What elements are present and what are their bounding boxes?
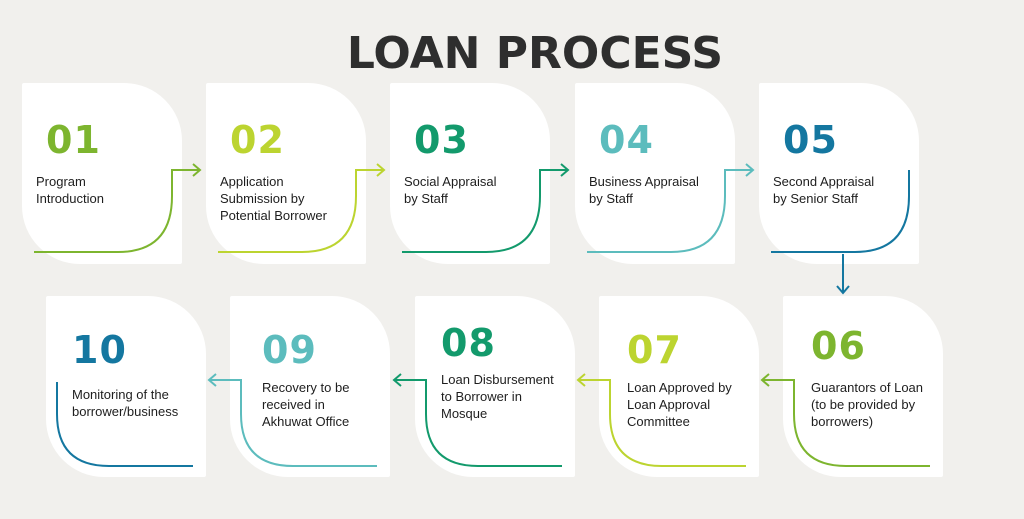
step-label: Loan Disbursement to Borrower in Mosque — [441, 372, 554, 421]
step-label: Monitoring of the borrower/business — [72, 387, 179, 419]
step-number: 04 — [599, 118, 654, 162]
step-label: Program Introduction — [36, 174, 104, 206]
step-card-03: 03 Social Appraisal by Staff — [390, 83, 550, 264]
step-card-05: 05 Second Appraisal by Senior Staff — [759, 83, 919, 264]
step-number: 05 — [783, 118, 838, 162]
step-label: Second Appraisal by Senior Staff — [773, 174, 875, 206]
step-label: Loan Approved by Loan Approval Committee — [627, 380, 732, 429]
step-label: Guarantors of Loan (to be provided by bo… — [811, 380, 924, 429]
step-number: 01 — [46, 118, 101, 162]
step-card-01: 01 Program Introduction — [22, 83, 182, 264]
step-card-09: 09 Recovery to be received in Akhuwat Of… — [230, 296, 390, 477]
step-card-10: 10 Monitoring of the borrower/business — [46, 296, 206, 477]
step-card-07: 07 Loan Approved by Loan Approval Commit… — [599, 296, 759, 477]
step-number: 09 — [262, 328, 317, 372]
step-number: 06 — [811, 324, 866, 368]
step-card-08: 08 Loan Disbursement to Borrower in Mosq… — [415, 296, 575, 477]
step-number: 03 — [414, 118, 469, 162]
step-label: Recovery to be received in Akhuwat Offic… — [262, 380, 350, 429]
step-label: Social Appraisal by Staff — [404, 174, 497, 206]
step-card-02: 02 Application Submission by Potential B… — [206, 83, 366, 264]
step-number: 07 — [627, 328, 682, 372]
page-title: LOAN PROCESS — [346, 28, 724, 79]
step-card-06: 06 Guarantors of Loan (to be provided by… — [783, 296, 943, 477]
step-label: Business Appraisal by Staff — [589, 174, 699, 206]
step-label: Application Submission by Potential Borr… — [220, 174, 327, 223]
step-number: 10 — [72, 328, 127, 372]
step-card-04: 04 Business Appraisal by Staff — [575, 83, 735, 264]
step-number: 02 — [230, 118, 285, 162]
step-number: 08 — [441, 321, 496, 365]
